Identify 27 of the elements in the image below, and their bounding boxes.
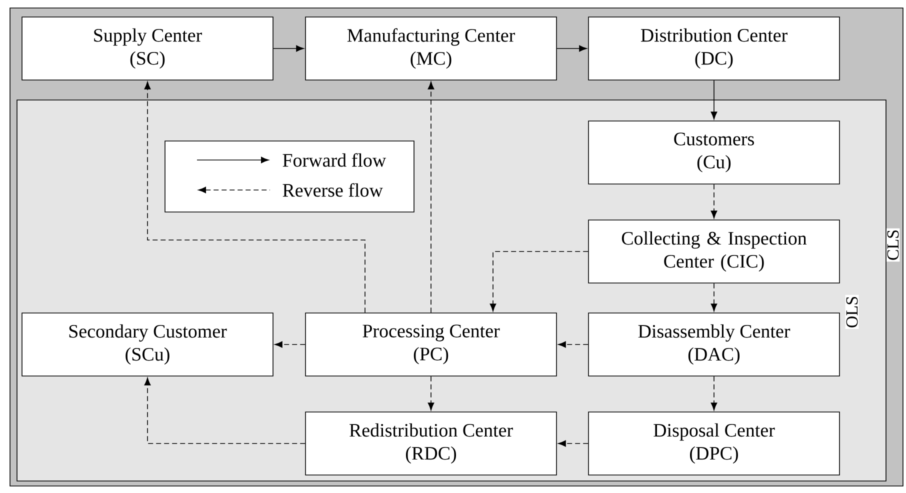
legend-label: Reverse flow — [282, 183, 383, 197]
arrow — [274, 341, 306, 348]
arrow — [558, 440, 588, 447]
arrow — [428, 82, 434, 313]
region-label: OLS — [845, 294, 859, 330]
process-box: Redistribution Center (RDC) — [305, 412, 557, 476]
process-box: Customers (Cu) — [588, 120, 840, 184]
process-box: Disposal Center (DPC) — [588, 412, 840, 476]
arrow — [144, 378, 306, 444]
arrow — [710, 184, 718, 218]
arrow — [144, 82, 366, 313]
arrow — [490, 251, 588, 312]
process-box: Secondary Customer (SCu) — [22, 312, 274, 376]
process-box: Manufacturing Center (MC) — [305, 16, 557, 80]
legend-label: Forward flow — [282, 153, 386, 167]
process-box: Disassembly Center (DAC) — [588, 312, 840, 376]
arrow — [710, 80, 718, 120]
arrow — [428, 376, 434, 410]
process-box: Processing Center (PC) — [305, 312, 557, 376]
process-box: Supply Center (SC) — [22, 16, 274, 80]
arrow — [710, 283, 718, 312]
process-box: Collecting & Inspection Center (CIC) — [588, 220, 840, 284]
arrow — [273, 45, 304, 52]
process-box: Distribution Center (DC) — [588, 16, 840, 80]
arrow — [710, 376, 718, 410]
arrow — [556, 45, 587, 52]
arrow — [558, 341, 588, 348]
